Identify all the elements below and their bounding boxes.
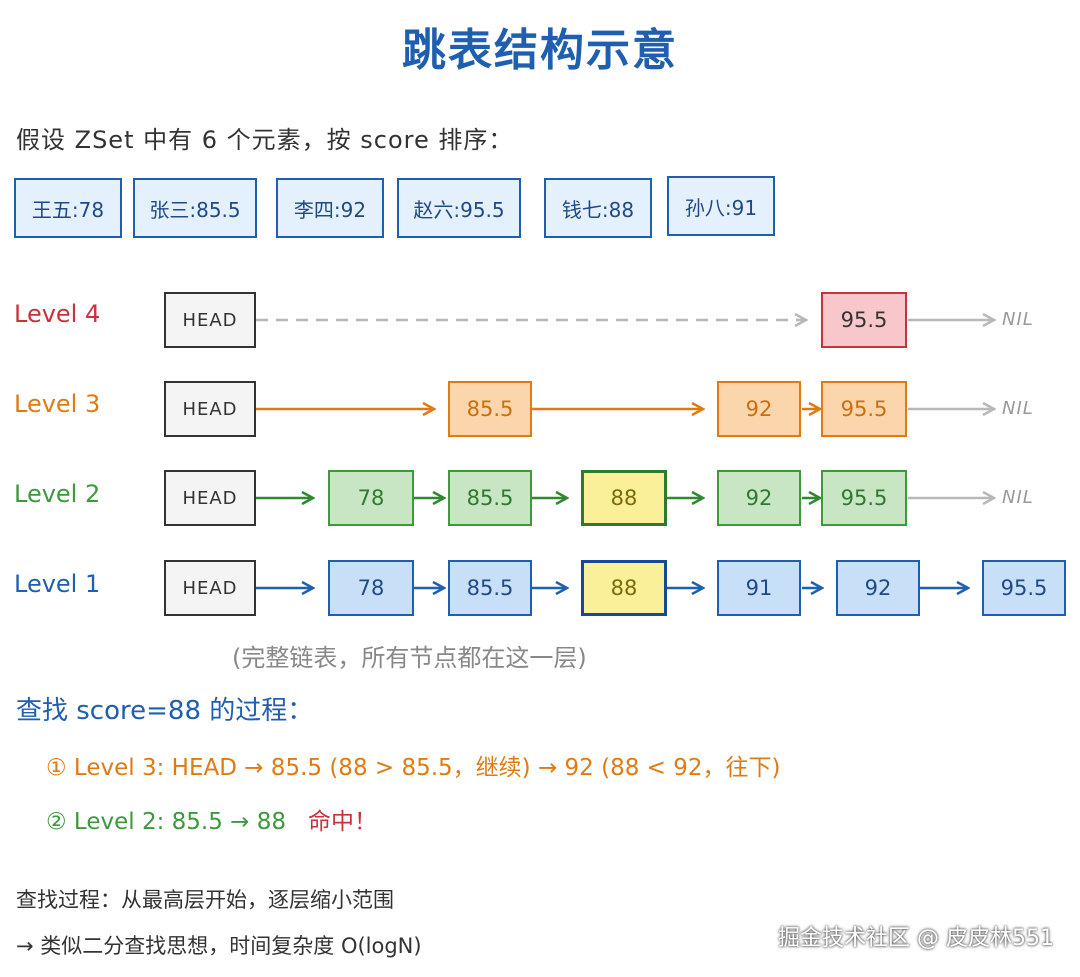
l1-node-95.5: 95.5 [982, 560, 1066, 616]
l3-nil-label: NIL [1002, 398, 1034, 419]
search-step-1: ① Level 3: HEAD → 85.5 (88 > 85.5，继续) → … [46, 755, 781, 781]
l2-nil-label: NIL [1002, 487, 1034, 508]
intro-text: 假设 ZSet 中有 6 个元素，按 score 排序： [16, 126, 514, 154]
l3-node-92: 92 [717, 381, 801, 437]
l4-nil-label: NIL [1002, 309, 1034, 330]
l2-node-88-highlight: 88 [581, 470, 667, 526]
search-process-title: 查找 score=88 的过程： [16, 696, 314, 726]
element-box-3: 李四:92 [276, 178, 384, 238]
l1-node-88-highlight: 88 [581, 560, 667, 616]
search-step-2: ② Level 2: 85.5 → 88 命中！ [46, 802, 377, 836]
element-box-1: 王五:78 [14, 178, 122, 238]
l4-node-95.5: 95.5 [821, 292, 907, 348]
watermark: 掘金技术社区 @ 皮皮林551 [778, 926, 1054, 951]
level-4-label: Level 4 [14, 300, 101, 328]
level-3-label: Level 3 [14, 390, 101, 418]
level-2-label: Level 2 [14, 480, 101, 508]
element-box-5: 钱七:88 [544, 178, 652, 238]
level-1-label: Level 1 [14, 570, 101, 598]
l4-head-node: HEAD [164, 292, 256, 348]
diagram-title: 跳表结构示意 [402, 25, 678, 76]
l2-node-92: 92 [717, 470, 801, 526]
element-box-4: 赵六:95.5 [397, 178, 521, 238]
l2-node-78: 78 [328, 470, 414, 526]
l3-node-95.5: 95.5 [821, 381, 907, 437]
l2-head-node: HEAD [164, 470, 256, 526]
l2-node-85.5: 85.5 [448, 470, 532, 526]
element-box-6: 孙八:91 [667, 176, 775, 236]
search-step-2-text: ② Level 2: 85.5 → 88 [46, 809, 308, 835]
l1-node-91: 91 [717, 560, 801, 616]
element-box-2: 张三:85.5 [133, 178, 257, 238]
level-1-caption: (完整链表，所有节点都在这一层) [232, 644, 587, 672]
l1-node-92: 92 [836, 560, 920, 616]
summary-line-1: 查找过程：从最高层开始，逐层缩小范围 [16, 888, 394, 912]
summary-line-2: → 类似二分查找思想，时间复杂度 O(logN) [16, 934, 422, 958]
l3-node-85.5: 85.5 [448, 381, 532, 437]
l3-head-node: HEAD [164, 381, 256, 437]
search-step-2-hit: 命中！ [307, 809, 377, 835]
l1-head-node: HEAD [164, 560, 256, 616]
l1-node-78: 78 [328, 560, 414, 616]
l1-node-85.5: 85.5 [448, 560, 532, 616]
l2-node-95.5: 95.5 [821, 470, 907, 526]
